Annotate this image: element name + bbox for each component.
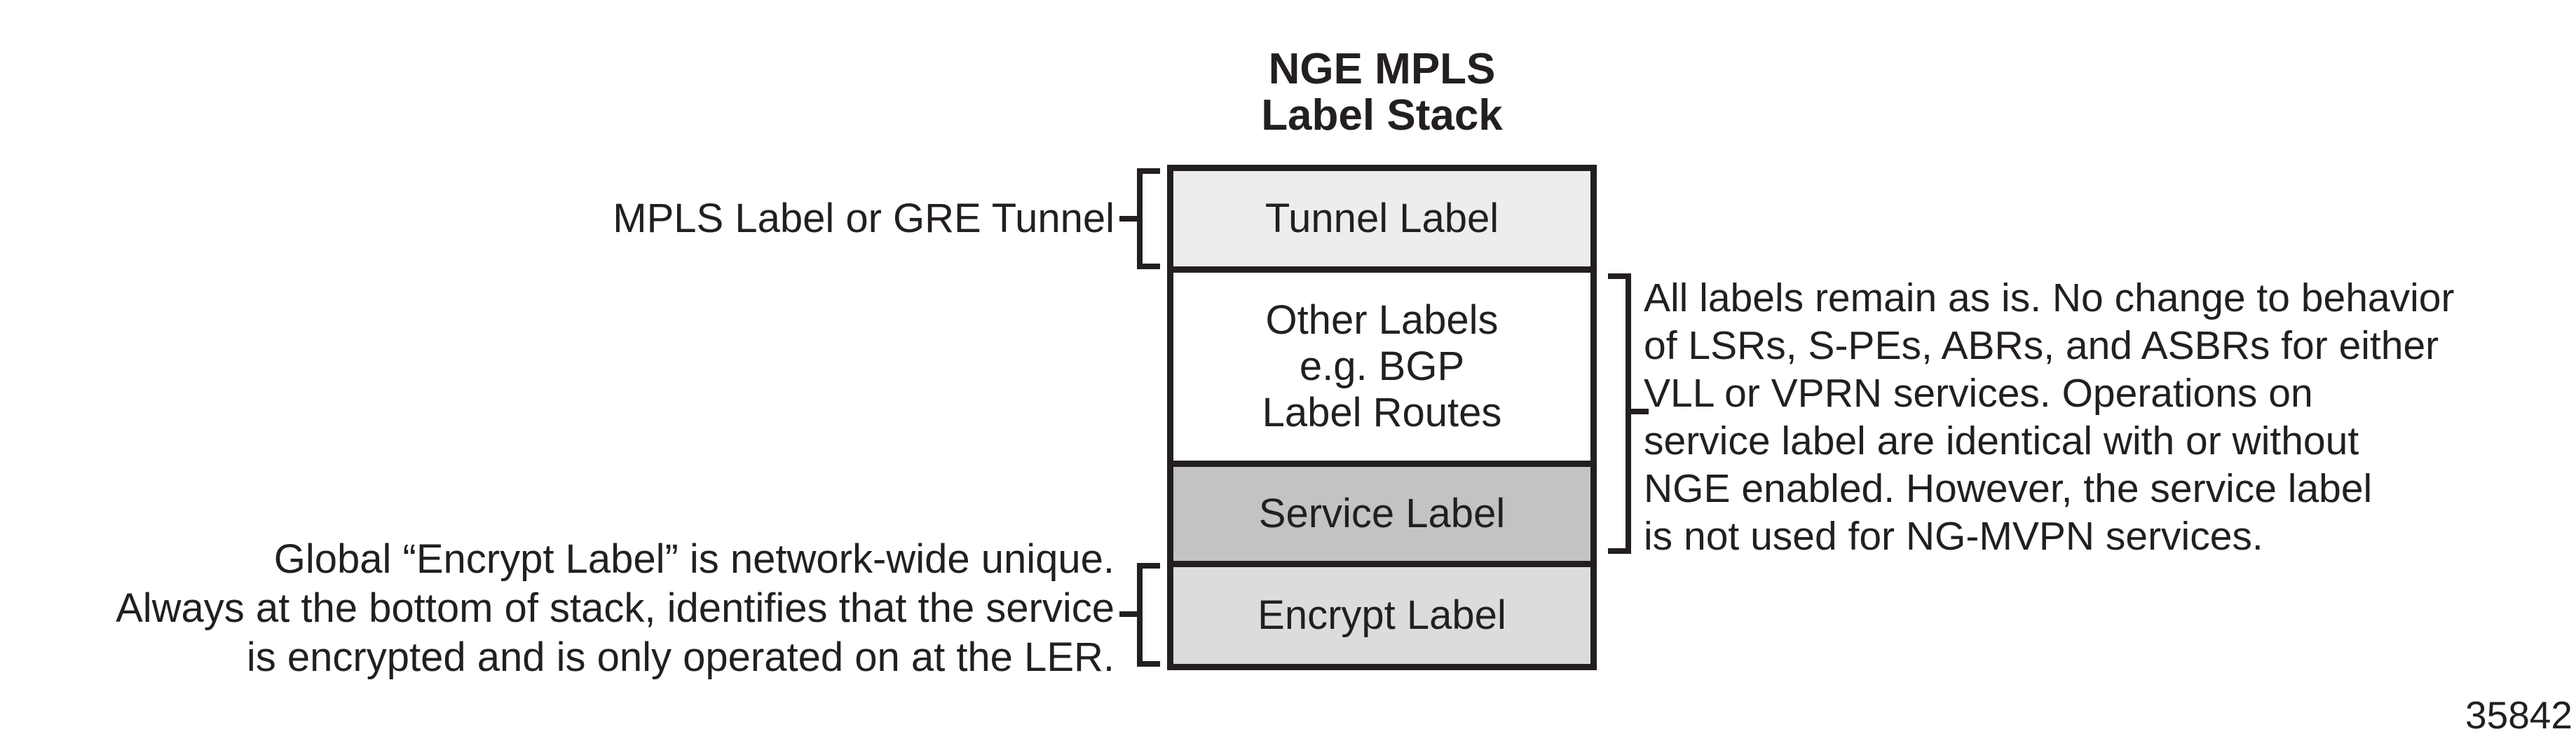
service-labels-bracket (1608, 273, 1631, 554)
stack-row-encrypt-label: Encrypt Label (1173, 561, 1590, 664)
right-connector-dash (1630, 409, 1649, 414)
stack-row-other-labels: Other Labels e.g. BGP Label Routes (1173, 266, 1590, 461)
tunnel-connector-dash (1119, 216, 1138, 222)
tunnel-bracket (1137, 168, 1160, 269)
stack-row-service-label: Service Label (1173, 461, 1590, 561)
tunnel-annotation: MPLS Label or GRE Tunnel (613, 196, 1115, 241)
diagram-title: NGE MPLS Label Stack (1261, 45, 1503, 140)
encrypt-annotation: Global “Encrypt Label” is network-wide u… (116, 536, 1115, 680)
encrypt-bracket (1137, 563, 1160, 667)
labels-behavior-annotation: All labels remain as is. No change to be… (1644, 276, 2455, 559)
encrypt-connector-dash (1119, 611, 1138, 617)
label-stack-box: Tunnel Label Other Labels e.g. BGP Label… (1167, 165, 1597, 670)
stack-row-tunnel-label: Tunnel Label (1173, 171, 1590, 266)
figure-number: 35842 (2465, 693, 2572, 734)
